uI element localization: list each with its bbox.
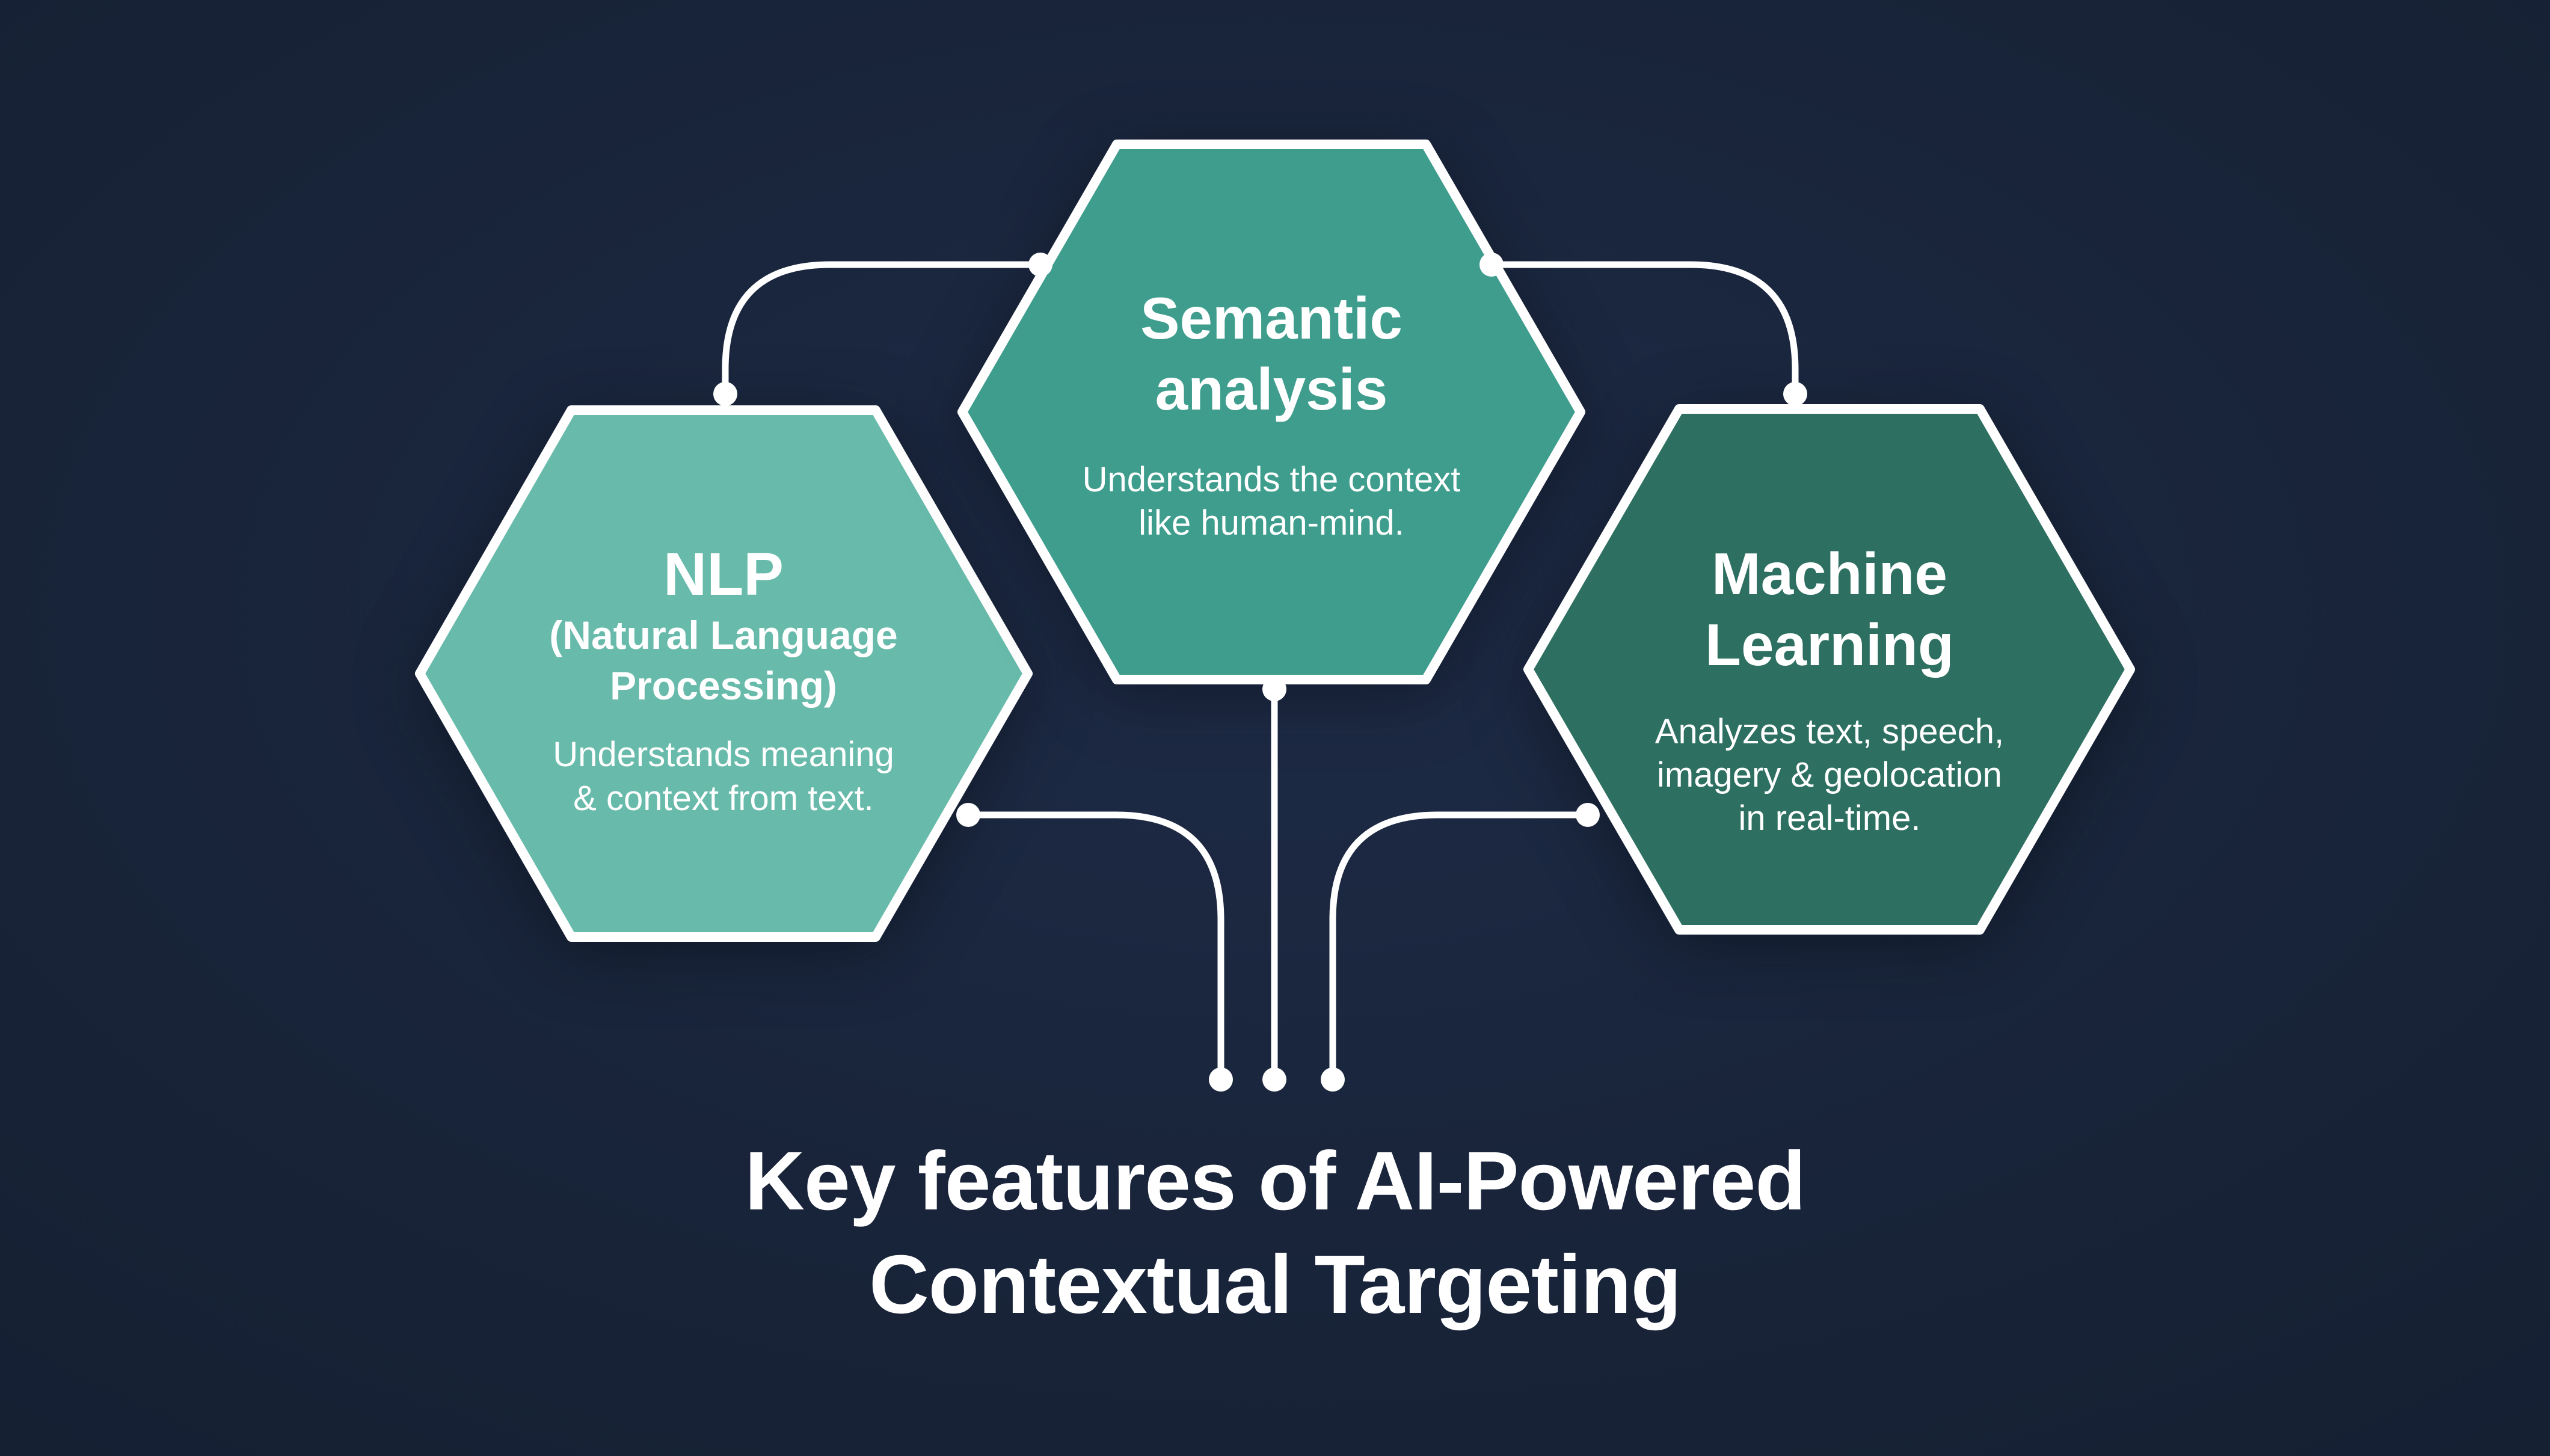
semantic-analysis-description: Understands the context like human-mind. (971, 458, 1572, 545)
connector-nlp-to-title (965, 811, 1224, 1082)
machine-learning-heading: Machine Learning (1529, 538, 2130, 680)
machine-learning-heading-line-2: Learning (1705, 612, 1954, 678)
dot-title-left (1209, 1067, 1233, 1092)
semantic-analysis-description-line-2: like human-mind. (1138, 503, 1404, 542)
dot-ml-left-edge (1576, 803, 1600, 827)
nlp-subheading-line-2: Processing) (610, 663, 837, 708)
machine-learning-heading-line-1: Machine (1711, 541, 1948, 607)
dot-semantic-right-edge (1479, 253, 1504, 277)
hexagon-machine-learning-label: Machine Learning Analyzes text, speech, … (1529, 538, 2130, 840)
dot-semantic-left-edge (1028, 253, 1052, 277)
semantic-analysis-heading: Semantic analysis (971, 283, 1572, 425)
connector-semantic-to-ml-top (1488, 261, 1799, 395)
semantic-analysis-heading-line-2: analysis (1155, 356, 1388, 422)
dot-title-center (1262, 1067, 1286, 1092)
dot-above-ml (1783, 382, 1807, 406)
semantic-analysis-heading-line-1: Semantic (1140, 285, 1402, 351)
page-title-line-2: Contextual Targeting (869, 1238, 1682, 1331)
nlp-heading: NLP (663, 541, 784, 608)
page-title: Key features of AI-Powered Contextual Ta… (0, 1129, 2550, 1336)
connector-semantic-to-nlp-top (722, 261, 1044, 395)
connector-lines (722, 261, 1799, 1082)
dot-semantic-bottom-edge (1262, 677, 1286, 701)
nlp-description: Understands meaning & context from text. (423, 733, 1024, 820)
nlp-description-line-2: & context from text. (573, 779, 874, 818)
machine-learning-description-line-2: imagery & geolocation (1657, 755, 2002, 794)
hexagon-machine-learning-shape (1523, 404, 2135, 935)
machine-learning-description-line-1: Analyzes text, speech, (1654, 712, 2005, 751)
hexagon-shapes (415, 140, 2135, 942)
machine-learning-description: Analyzes text, speech, imagery & geoloca… (1529, 710, 2130, 840)
dot-above-nlp (713, 382, 737, 406)
nlp-description-line-1: Understands meaning (553, 735, 894, 774)
dot-nlp-right-edge (956, 803, 980, 827)
hexagon-nlp-shape (415, 405, 1033, 942)
hexagon-nlp-label: NLP (Natural Language Processing) Unders… (423, 542, 1024, 820)
semantic-analysis-description-line-1: Understands the context (1082, 460, 1461, 499)
hexagon-semantic-analysis-shape (957, 140, 1585, 684)
page-title-line-1: Key features of AI-Powered (745, 1135, 1805, 1227)
connector-ml-to-title (1329, 811, 1591, 1082)
dot-title-right (1321, 1067, 1345, 1092)
nlp-subheading: (Natural Language Processing) (423, 610, 1024, 711)
connector-dots (713, 253, 1807, 1092)
hexagon-semantic-analysis-label: Semantic analysis Understands the contex… (971, 283, 1572, 545)
nlp-subheading-line-1: (Natural Language (549, 613, 898, 657)
machine-learning-description-line-3: in real-time. (1738, 799, 1921, 838)
